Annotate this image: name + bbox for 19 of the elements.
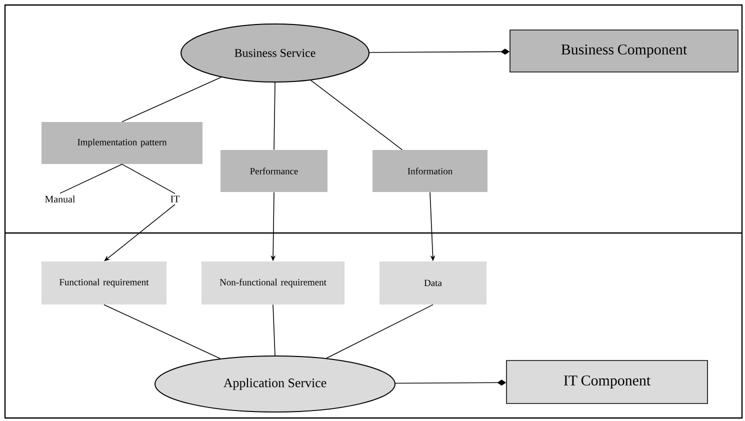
concept-box: Non-functional requirement: [202, 262, 344, 304]
connector: [104, 304, 221, 360]
concept-box: Information: [372, 150, 488, 192]
option-label: IT: [170, 196, 180, 202]
connector: [104, 204, 176, 262]
connector: [272, 304, 276, 356]
concept-box: Implementation pattern: [42, 122, 202, 164]
connector: [122, 164, 176, 194]
concept-box: Functional requirement: [42, 262, 166, 304]
connector: [60, 164, 122, 194]
connector: [326, 304, 434, 359]
connector: [122, 76, 222, 122]
connector: [310, 80, 403, 150]
option-label: Manual: [45, 196, 76, 202]
concept-box: Business Component: [510, 30, 738, 72]
concept-box: Data: [380, 262, 486, 304]
connector: [274, 82, 276, 150]
concept-box: Performance: [220, 150, 328, 192]
concept-box: IT Component: [506, 360, 708, 404]
